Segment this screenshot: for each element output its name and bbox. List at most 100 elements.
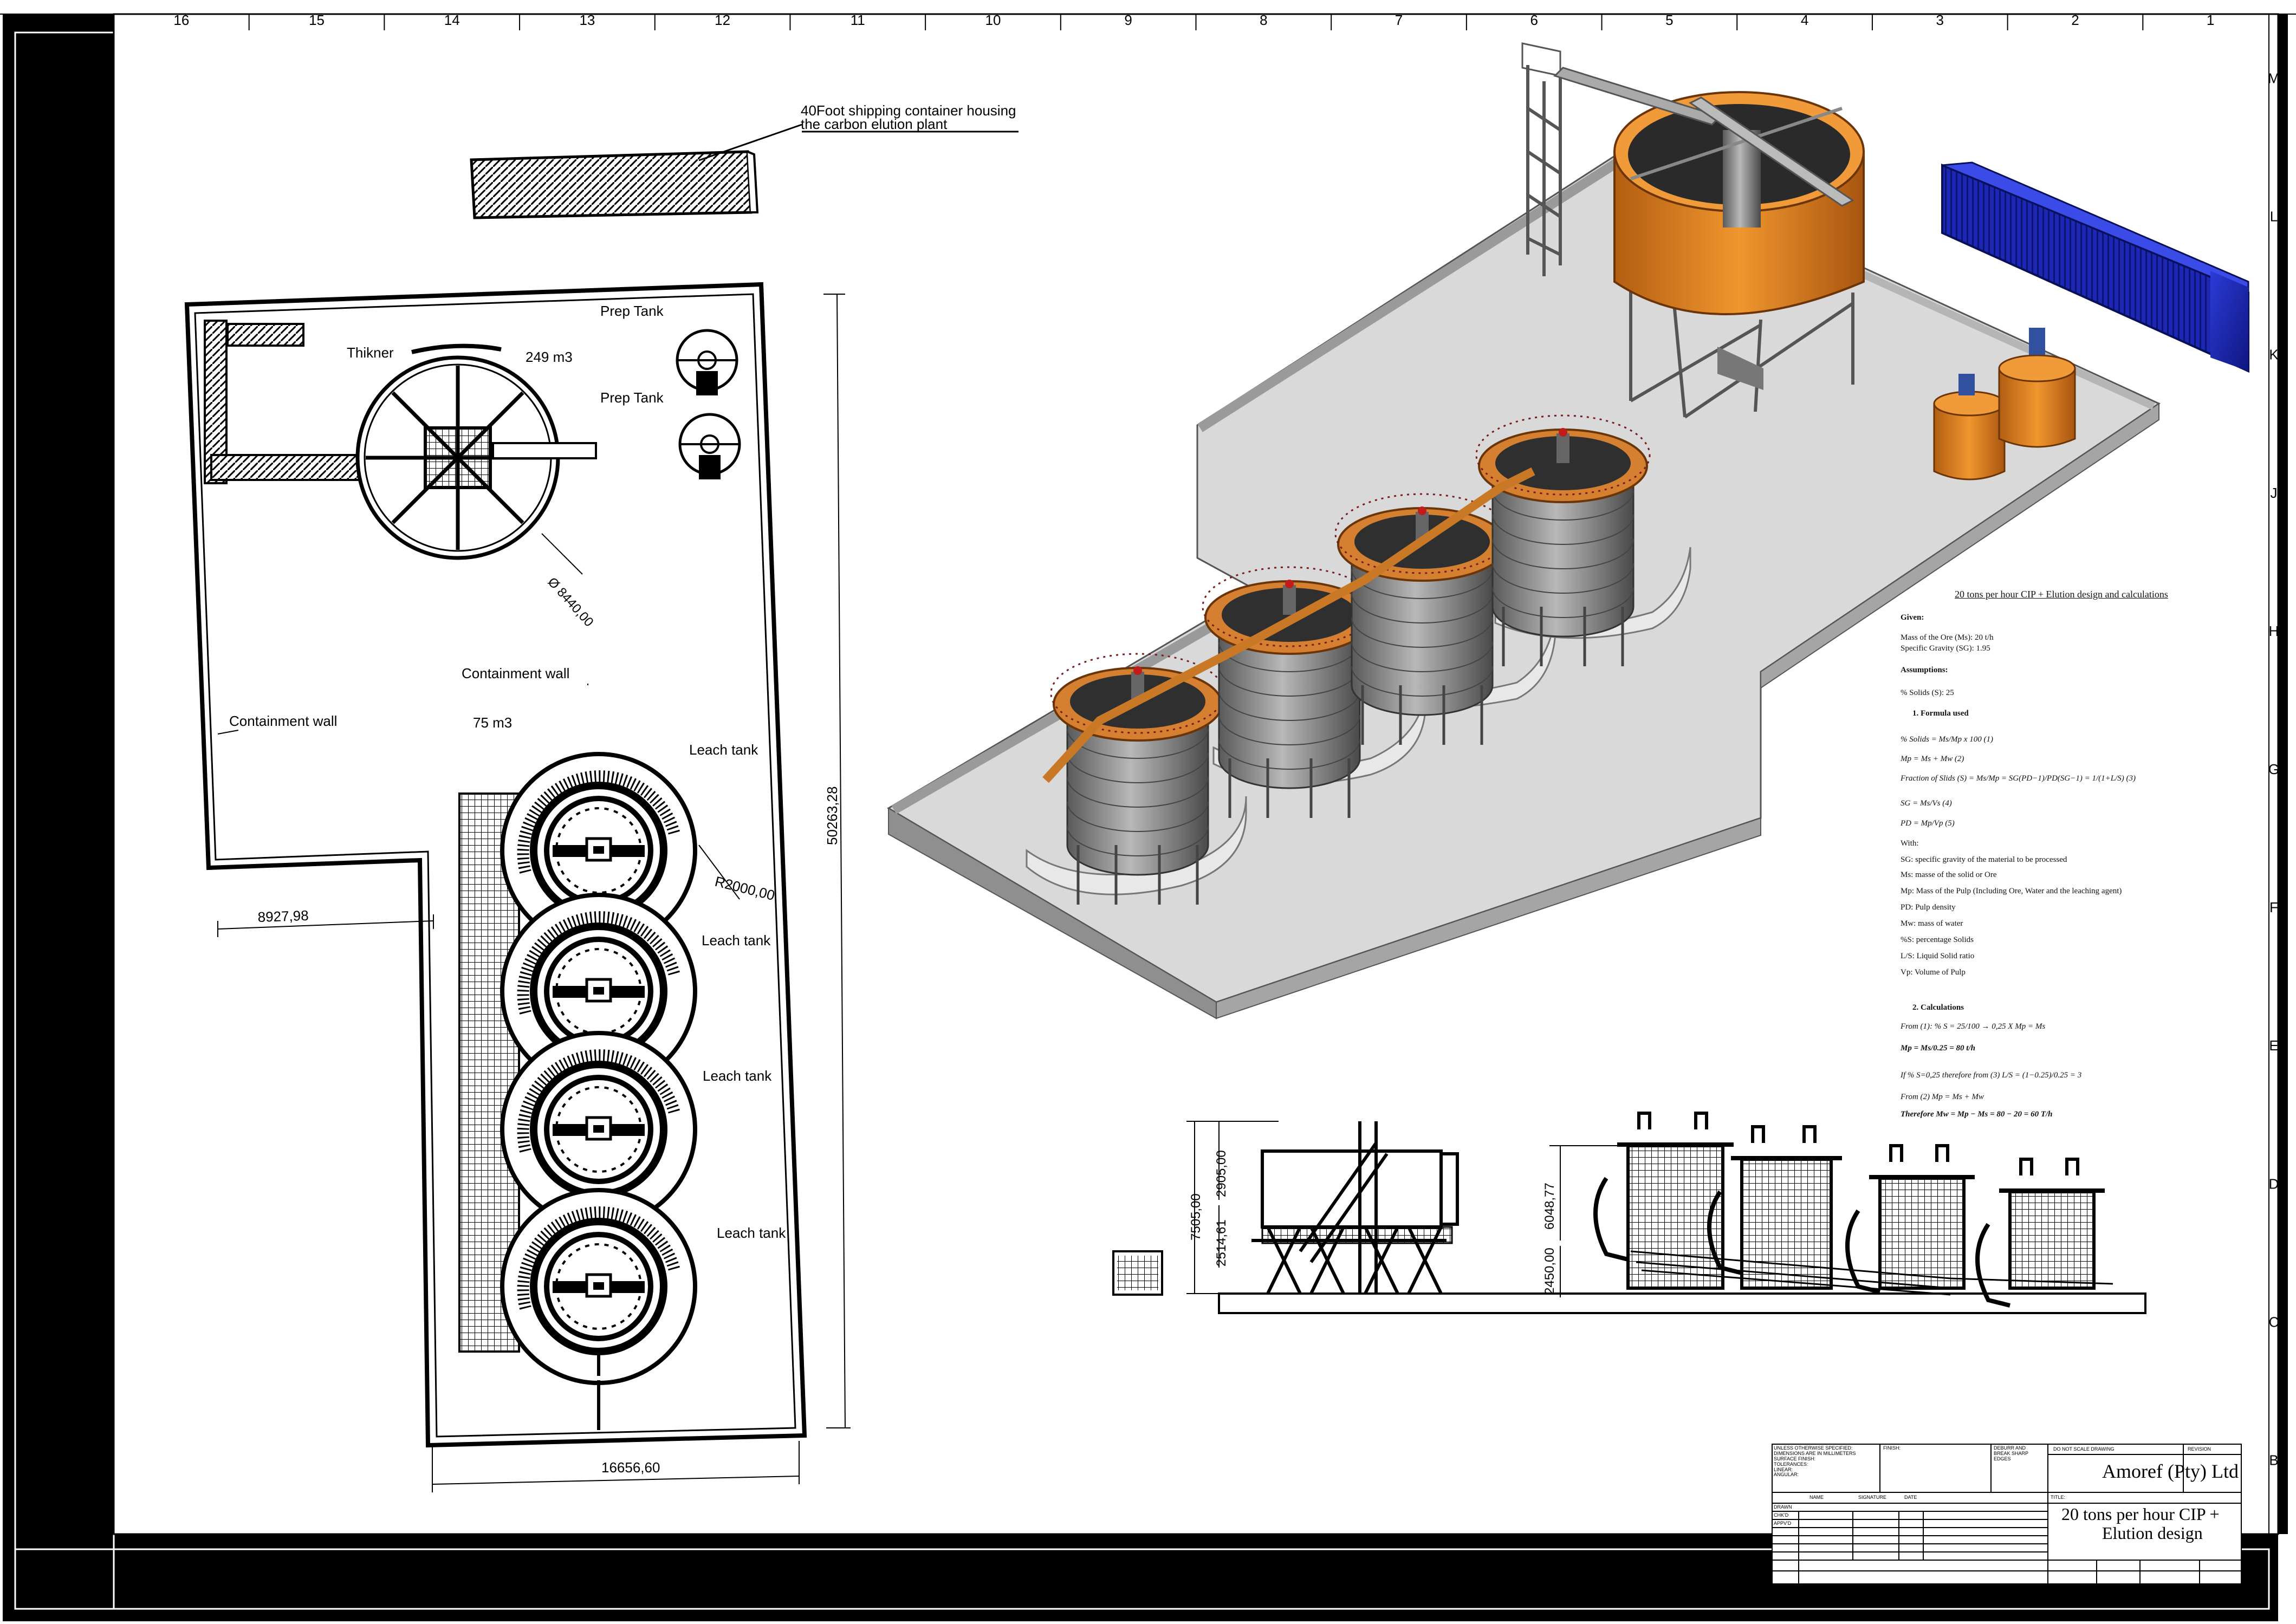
row-label: C [2269,1314,2279,1330]
column-label: 3 [1936,12,1944,28]
calculations-heading: 2. Calculations [1912,1003,1964,1012]
side-leach-tank [1975,1158,2105,1308]
no-scale-note: DO NOT SCALE DRAWING [2053,1446,2115,1452]
given-heading: Given: [1901,613,1924,622]
revision-label: REVISION [2188,1446,2211,1452]
calc-4: From (2) Mp = Ms + Mw [1901,1093,1984,1101]
elevation-dim-upper: 2905,00 [1214,1150,1229,1197]
thickener-volume: 249 m3 [526,349,573,365]
with-6: %S: percentage Solids [1901,936,1974,944]
design-calculations: 20 tons per hour CIP + Elution design an… [1901,589,2204,1126]
column-label: 5 [1665,12,1673,28]
calc-1: From (1): % S = 25/100 → 0,25 X Mp = Ms [1901,1022,2046,1031]
formula-1: % Solids = Ms/Mp x 100 (1) [1901,735,1993,744]
formula-heading: 1. Formula used [1912,709,1969,718]
leach-tank-plan [500,893,697,1090]
leach-tank-label-3: Leach tank [703,1068,772,1084]
leach-volume-label: 75 m3 [473,714,512,731]
column-label: 7 [1395,12,1403,28]
isometric-3d-view [887,42,2249,1019]
column-label: 14 [444,12,460,28]
height-dimension: 50263,28 [824,787,840,845]
column-label: 11 [851,12,865,28]
row-label: L [2270,209,2278,225]
calc-title: 20 tons per hour CIP + Elution design an… [1955,589,2168,600]
container-note-line2: the carbon elution plant [801,116,948,132]
side-leach-tank [1593,1112,1734,1290]
title-block-grid [1772,1444,2242,1584]
prep-tank-label-2: Prep Tank [600,389,664,406]
row-label: B [2269,1452,2278,1468]
width-dimension-bottom: 16656,60 [601,1459,660,1476]
leach-tank-plans [500,752,697,1430]
column-label: 8 [1260,12,1267,28]
side-leach-tank [1707,1125,1842,1290]
finish-label: FINISH: [1883,1445,1901,1451]
title-block: UNLESS OTHERWISE SPECIFIED: DIMENSIONS A… [1772,1444,2242,1584]
drawing-title-line2: Elution design [2102,1523,2203,1543]
column-label: 15 [309,12,325,28]
tolerance-note: UNLESS OTHERWISE SPECIFIED: DIMENSIONS A… [1774,1445,1856,1478]
elevation-dim-total: 7505,00 [1189,1193,1203,1240]
iso-thickener [1613,91,1865,419]
row-label: F [2269,899,2278,915]
elevation-dim-base: 2450,00 [1542,1248,1557,1295]
leach-tank-label-2: Leach tank [702,932,771,949]
plant-plan-view [184,282,851,1492]
given-2: Specific Gravity (SG): 1.95 [1901,644,1990,653]
containment-wall-label-left: Containment wall [229,713,337,729]
elevation-dim-tank-height: 6048,77 [1542,1183,1557,1230]
iso-leach-tank [1202,566,1377,818]
drawn-label: DRAWN [1774,1504,1792,1510]
title-header: TITLE: [2051,1495,2066,1500]
with-1: SG: specific gravity of the material to … [1901,855,2067,864]
prep-tank-label-1: Prep Tank [600,303,664,319]
with-2: Ms: masse of the solid or Ore [1901,871,1997,879]
side-leach-tanks [1593,1112,2105,1308]
formula-5: PD = Mp/Vp (5) [1901,819,1955,828]
column-label: 10 [985,12,1001,28]
drawing-title-line1: 20 tons per hour CIP + [2061,1504,2220,1524]
deburr-note: DEBURR AND BREAK SHARP EDGES [1994,1445,2029,1461]
row-label: H [2269,623,2279,639]
row-label: K [2269,347,2279,363]
iso-leach-tank [1334,493,1510,745]
formula-4: SG = Ms/Vs (4) [1901,799,1952,808]
iso-shipping-container [1941,161,2249,373]
signature-header: SIGNATURE [1858,1495,1886,1500]
iso-prep-tanks [1933,328,2076,480]
checked-label: CHK'D [1774,1512,1789,1518]
iso-access-tower [1521,42,1854,276]
container-note-line1: 40Foot shipping container housing [801,102,1016,119]
company-name: Amoref (Pty) Ltd [2102,1460,2239,1482]
column-label: 16 [173,12,189,28]
leach-tank-label-4: Leach tank [717,1225,786,1241]
row-label: J [2271,485,2278,501]
formula-3: Fraction of Slids (S) = Ms/Mp = SG(PD−1)… [1901,774,2136,783]
approved-label: APPV'D [1774,1521,1792,1526]
column-label: 6 [1530,12,1538,28]
iso-leach-tank [1475,414,1651,666]
formula-2: Mp = Ms + Mw (2) [1901,755,1964,763]
with-7: L/S: Liquid Solid ratio [1901,952,1975,960]
thickener-label: Thikner [347,345,394,361]
date-header: DATE [1904,1495,1917,1500]
containment-wall-label-top: Containment wall [462,665,569,681]
column-label: 1 [2207,12,2214,28]
shipping-container-plan [470,124,1019,219]
frame-left-band [3,14,114,1621]
with-4: PD: Pulp density [1901,903,1956,912]
calc-2: Mp = Ms/0.25 = 80 t/h [1901,1044,1975,1053]
given-1: Mass of the Ore (Ms): 20 t/h [1901,633,1994,642]
side-elevation [1112,1112,2146,1314]
row-label: E [2269,1037,2278,1054]
calc-3: If % S=0,25 therefore from (3) L/S = (1−… [1901,1071,2082,1080]
elevation-dim-lower: 2514,61 [1214,1219,1229,1266]
column-label: 2 [2071,12,2079,28]
assumptions-heading: Assumptions: [1901,666,1948,674]
